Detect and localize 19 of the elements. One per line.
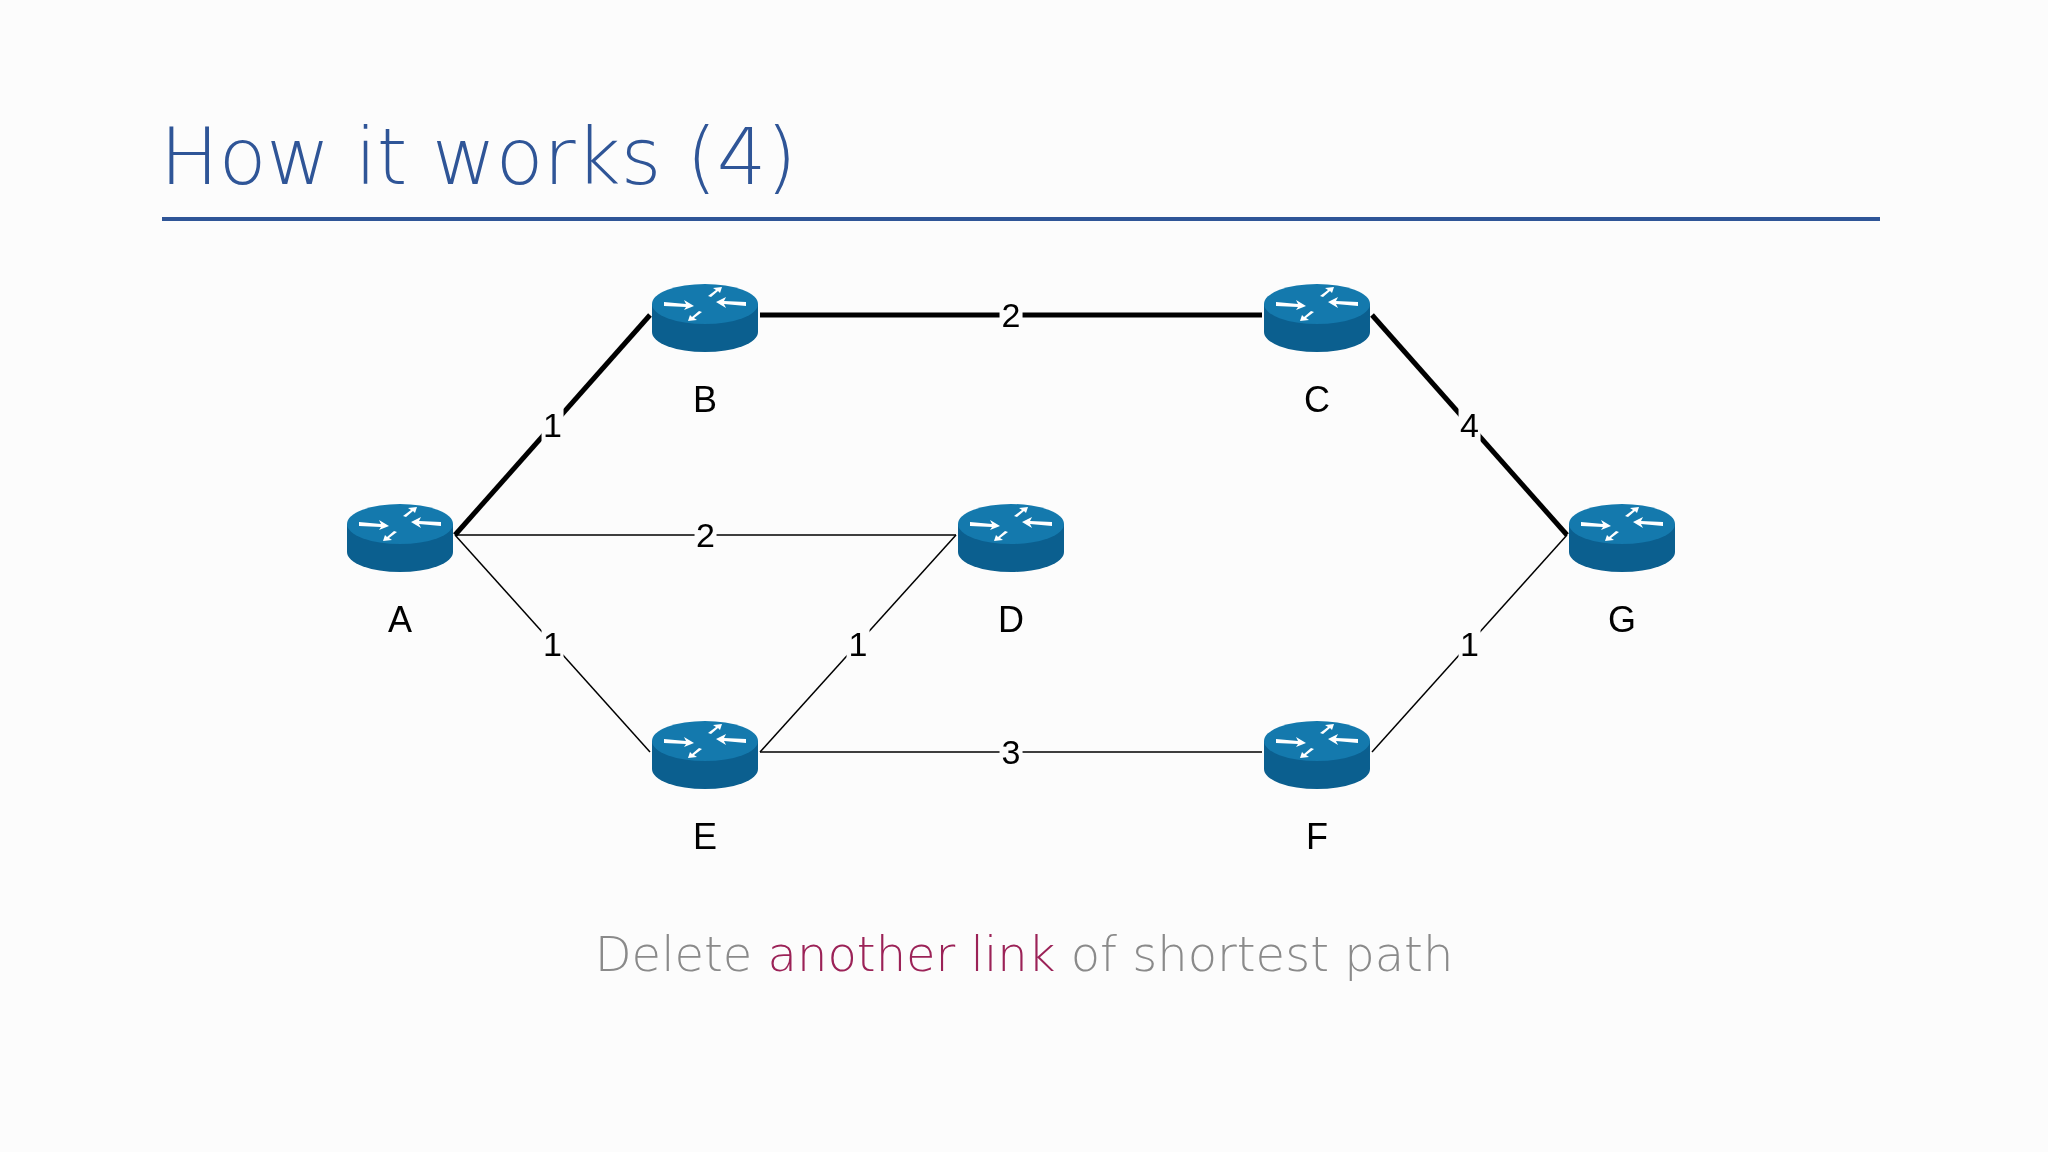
edge-label: 1	[541, 626, 564, 661]
link-line	[759, 751, 1263, 753]
caption: Delete another link of shortest path	[593, 925, 1455, 984]
router-label: C	[1304, 382, 1330, 418]
link-line	[1371, 534, 1568, 753]
slide-title: How it works (4)	[160, 118, 797, 196]
link-line	[454, 534, 957, 536]
edge-label: 1	[541, 408, 564, 442]
link-line	[454, 534, 651, 753]
link-line	[760, 312, 1262, 318]
router-label: B	[693, 382, 717, 418]
link-line	[759, 534, 957, 753]
router-label: F	[1306, 819, 1328, 855]
router-label: G	[1608, 602, 1636, 638]
router-label: A	[388, 602, 412, 638]
router-label: E	[693, 819, 717, 855]
edge-label: 1	[1458, 626, 1481, 661]
router-label: D	[998, 602, 1024, 638]
edge-label: 4	[1458, 408, 1481, 442]
